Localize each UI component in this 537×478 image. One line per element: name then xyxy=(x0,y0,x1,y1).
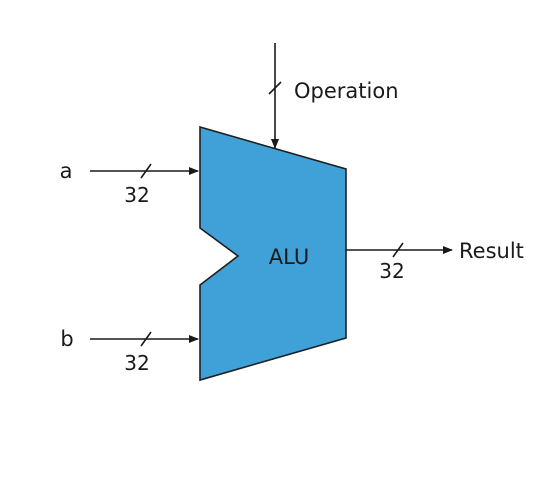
result-width-label: 32 xyxy=(379,259,404,283)
input-b: b 32 xyxy=(60,327,199,375)
input-a-width-label: 32 xyxy=(124,183,149,207)
input-b-width-label: 32 xyxy=(124,351,149,375)
alu-label: ALU xyxy=(269,245,309,269)
result-bus-slash xyxy=(392,242,404,258)
operation-input: Operation xyxy=(268,43,399,149)
input-b-label: b xyxy=(60,327,73,351)
input-a: a 32 xyxy=(60,159,199,207)
operation-bus-slash xyxy=(268,81,282,95)
operation-label: Operation xyxy=(294,79,399,103)
output-result: 32 Result xyxy=(346,239,524,283)
input-b-bus-slash xyxy=(140,331,152,347)
input-a-label: a xyxy=(60,159,73,183)
alu-block xyxy=(199,125,347,382)
result-label: Result xyxy=(459,239,524,263)
input-a-bus-slash xyxy=(140,163,152,179)
